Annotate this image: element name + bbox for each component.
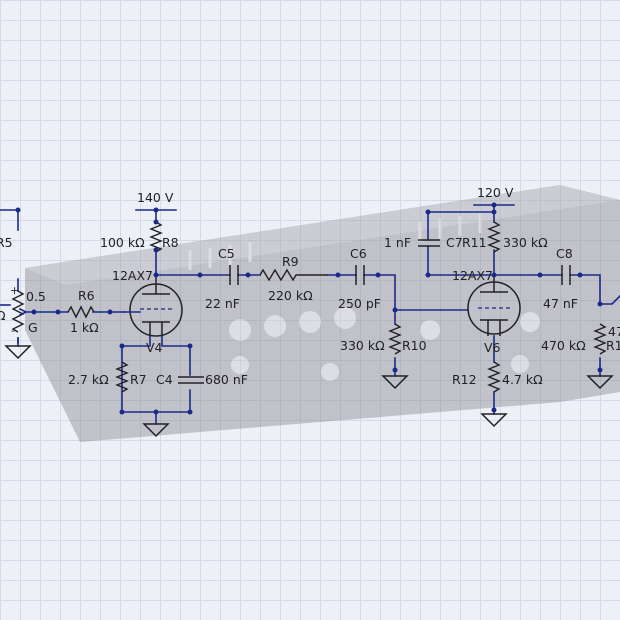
left-ohm-label: Ω [0, 308, 6, 323]
r6-name-label: R6 [78, 288, 95, 303]
r10-value-label: 330 kΩ [340, 338, 385, 353]
r9-resistor [259, 268, 328, 282]
tube-v4 [123, 275, 183, 337]
tube-v6 [467, 275, 521, 336]
c8-value-label: 47 nF [543, 296, 578, 311]
r13-resistor [593, 323, 607, 355]
ground-symbol [4, 337, 32, 360]
r13-name-label: R1 [606, 338, 620, 353]
right-clip-label: 47 [608, 324, 620, 339]
r8-resistor [149, 221, 163, 253]
c7-value-label: 1 nF [384, 235, 411, 250]
r6-resistor [67, 305, 95, 319]
c4-value-label: 680 nF [205, 372, 248, 387]
c5-name-label: C5 [218, 246, 235, 261]
r6-value-label: 1 kΩ [70, 320, 99, 335]
r10-name-label: R10 [402, 338, 427, 353]
pot-value-label: 0.5 [26, 289, 46, 304]
v6-label: V6 [484, 340, 501, 355]
potentiometer-symbol [11, 290, 25, 333]
junction-dots [15, 202, 603, 415]
r12-resistor [487, 361, 501, 393]
c7-capacitor [418, 239, 440, 247]
tube2-label: 12AX7 [452, 268, 493, 283]
pot-ground-label: G [28, 320, 38, 335]
c4-capacitor [178, 376, 204, 384]
pot-plus-label: + [10, 284, 19, 297]
c7-name-label: C7 [446, 235, 463, 250]
pot-wiper [18, 307, 35, 317]
r8-name-label: R8 [162, 235, 179, 250]
c6-name-label: C6 [350, 246, 367, 261]
v140-label: 140 V [137, 190, 174, 205]
c5-value-label: 22 nF [205, 296, 240, 311]
v120-label: 120 V [477, 185, 514, 200]
r11-resistor [487, 221, 501, 253]
r5-label: R5 [0, 235, 13, 250]
r11-name-label: R11 [462, 235, 487, 250]
tube1-label: 12AX7 [112, 268, 153, 283]
r7-value-label: 2.7 kΩ [68, 372, 109, 387]
c6-capacitor [355, 265, 365, 285]
r12-value-label: 4.7 kΩ [502, 372, 543, 387]
r8-value-label: 100 kΩ [100, 235, 145, 250]
r10-resistor [388, 323, 402, 355]
pot-minus-label: - [11, 324, 15, 337]
c5-capacitor [229, 265, 239, 285]
c6-value-label: 250 pF [338, 296, 381, 311]
c8-capacitor [561, 265, 571, 285]
r7-resistor [115, 361, 129, 393]
c8-name-label: C8 [556, 246, 573, 261]
c4-name-label: C4 [156, 372, 173, 387]
r11-value-label: 330 kΩ [503, 235, 548, 250]
background-amp-panel [25, 185, 620, 442]
r9-value-label: 220 kΩ [268, 288, 313, 303]
r12-name-label: R12 [452, 372, 477, 387]
r13-value-label: 470 kΩ [541, 338, 586, 353]
r7-name-label: R7 [130, 372, 147, 387]
left-input-wiring [0, 209, 19, 344]
r9-name-label: R9 [282, 254, 299, 269]
v4-label: V4 [146, 340, 163, 355]
